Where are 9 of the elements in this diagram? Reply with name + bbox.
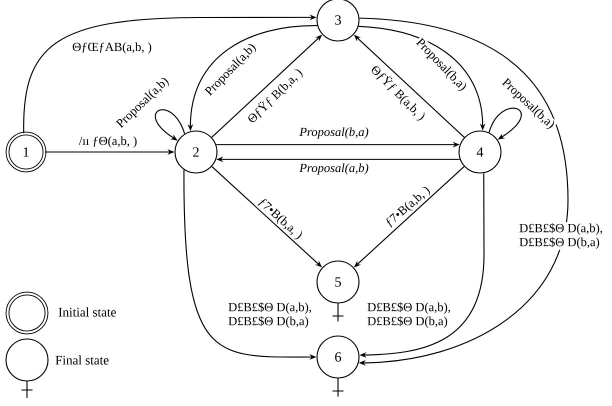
edge-label: Proposal(b,a) xyxy=(298,126,370,140)
edge-label: /ıı ƒΘ(a,b, ) xyxy=(78,135,138,149)
edge-label: D£B£$Θ D(a,b), D£B£$Θ D(b,a) xyxy=(227,301,313,329)
legend-label: Initial state xyxy=(58,307,116,317)
edge-label: Proposal(a,b) xyxy=(298,162,370,176)
edge-label: D£B£$Θ D(a,b), D£B£$Θ D(b,a) xyxy=(518,222,604,250)
edge-label: D£B£$Θ D(a,b), D£B£$Θ D(b,a) xyxy=(366,301,452,329)
edge-label: ΘƒŒƒAB(a,b, ) xyxy=(71,41,153,55)
legend-label: Final state xyxy=(56,355,109,365)
